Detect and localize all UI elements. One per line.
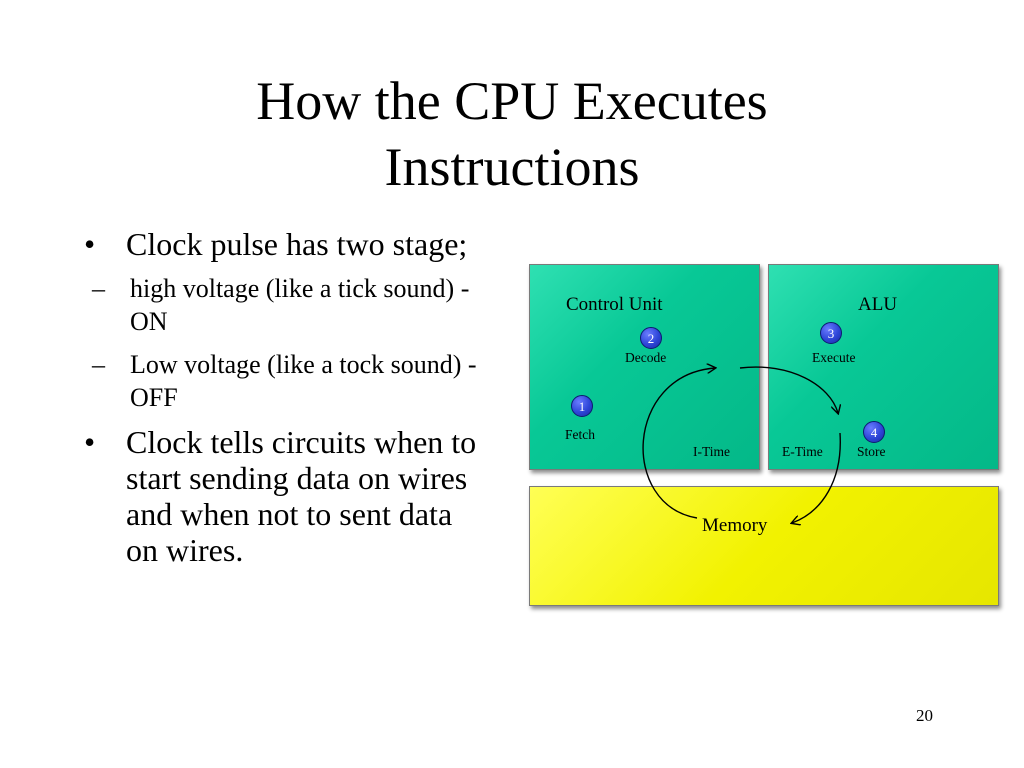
alu-label: ALU [858, 294, 898, 315]
slide-title-line-1: How the CPU Executes [256, 71, 768, 131]
sub-bullet-text: high voltage (like a tick sound) - ON [130, 274, 470, 336]
e-time-label: E-Time [782, 444, 823, 459]
bullet-text: Clock pulse has two stage; [126, 226, 468, 262]
bullet-list: • Clock pulse has two stage; – high volt… [84, 226, 484, 568]
memory-box [529, 486, 999, 606]
sub-bullet-list: – high voltage (like a tick sound) - ON … [84, 272, 484, 414]
sub-bullet-marker: – [92, 350, 105, 379]
execute-label: Execute [812, 350, 856, 365]
sub-bullet-text: Low voltage (like a tock sound) - OFF [130, 350, 477, 412]
sub-bullet-marker: – [92, 274, 105, 303]
i-time-label: I-Time [693, 444, 731, 459]
store-label: Store [857, 444, 886, 459]
bullet-marker: • [84, 226, 96, 262]
step-2-badge: 2 [640, 327, 662, 349]
page-number: 20 [916, 706, 933, 725]
sub-bullet-high-voltage: – high voltage (like a tick sound) - ON [92, 272, 484, 338]
bullet-clock-circuits: • Clock tells circuits when to start sen… [84, 424, 484, 568]
step-3-badge: 3 [820, 322, 842, 344]
slide-title: How the CPU Executes Instructions [0, 68, 1024, 200]
sub-bullet-low-voltage: – Low voltage (like a tock sound) - OFF [92, 348, 484, 414]
bullet-clock-pulse: • Clock pulse has two stage; [84, 226, 484, 262]
bullet-text: Clock tells circuits when to start sendi… [126, 424, 477, 568]
bullet-marker: • [84, 424, 96, 460]
step-4-badge: 4 [863, 421, 885, 443]
slide-title-line-2: Instructions [384, 137, 640, 197]
control-unit-label: Control Unit [566, 294, 663, 315]
memory-label: Memory [702, 515, 768, 536]
step-1-badge: 1 [571, 395, 593, 417]
decode-label: Decode [625, 350, 667, 365]
fetch-label: Fetch [565, 427, 595, 442]
